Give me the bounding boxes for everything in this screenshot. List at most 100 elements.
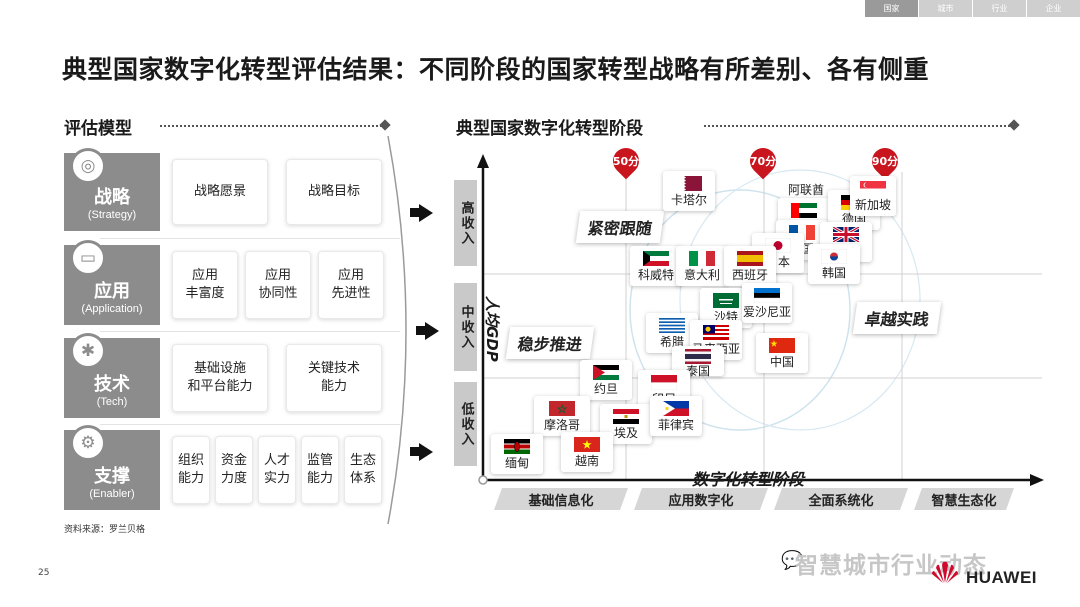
uae-flag-icon [791,203,817,218]
cell-enabler-regulation: 监管 能力 [301,436,339,504]
cell-tech-infra: 基础设施 和平台能力 [172,344,268,412]
band-high-income: 高收入 [454,180,477,266]
country-name: 泰国 [685,364,710,378]
qatar-flag-icon [676,176,702,191]
tag-close-follow: 紧密跟随 [575,211,665,243]
tag-steady-progress: 稳步推进 [505,327,595,359]
estonia-flag-icon [754,288,780,303]
country-card-philippines: 菲律宾 [650,396,702,436]
browser-window-icon: ▭ [70,240,106,276]
wechat-icon: 💬 [781,550,804,571]
country-name: 菲律宾 [657,418,694,432]
morocco-flag-icon [549,401,575,416]
page-number: 25 [38,568,50,578]
cell-tech-key: 关键技术 能力 [286,344,382,412]
row-label-strategy: 战略 (Strategy) [64,153,160,231]
cell-app-synergy: 应用 协同性 [245,251,311,319]
row-title-tech: 技术 [94,374,130,395]
country-card-china: 中国 [756,333,808,373]
country-name: 意大利 [683,268,720,282]
country-card-estonia: 爱沙尼亚 [742,283,792,323]
kenya-flag-icon [504,439,530,454]
stage-systematic: 全面系统化 [774,488,908,510]
spain-flag-icon [737,251,763,266]
country-name-uae: 阿联酋 [788,183,825,197]
country-name: 科威特 [637,268,674,282]
saudi-flag-icon [713,293,739,308]
kuwait-flag-icon [643,251,669,266]
country-name: 越南 [574,454,599,468]
row-subtitle-application: (Application) [81,303,143,315]
stage-app-digital: 应用数字化 [634,488,768,510]
country-card-korea: 韩国 [808,244,860,284]
singapore-flag-icon [860,181,886,196]
indonesia-flag-icon [651,375,677,390]
philippines-flag-icon [663,401,689,416]
page-title: 典型国家数字化转型评估结果：不同阶段的国家转型战略有所差别、各有侧重 [62,55,930,84]
country-card-myanmar: 缅甸 [491,434,543,474]
country-name: 希腊 [659,335,684,349]
nav-tab-country[interactable]: 国家 [865,0,918,17]
uk-flag-icon [833,227,859,242]
network-icon: ✱ [70,333,106,369]
china-flag-icon [769,338,795,353]
egypt-flag-icon [613,409,639,424]
cell-app-richness: 应用 丰富度 [172,251,238,319]
model-row-enabler: 支撑 (Enabler) ⚙ 组织 能力 资金 力度 人才 实力 监管 能力 生… [64,425,394,510]
thailand-flag-icon [685,349,711,364]
country-name: 埃及 [613,426,638,440]
row-title-enabler: 支撑 [94,466,130,487]
korea-flag-icon [821,249,847,264]
row-divider [100,238,400,239]
country-name: 摩洛哥 [543,418,580,432]
stage-smart-ecosystem: 智慧生态化 [914,488,1014,510]
source-note: 资料来源：罗兰贝格 [64,525,146,535]
stage-heading-dots [704,125,1010,127]
row-label-enabler: 支撑 (Enabler) [64,430,160,510]
country-card-singapore: 新加坡 [850,176,896,216]
row-divider [100,331,400,332]
italy-flag-icon [689,251,715,266]
country-card-kuwait: 科威特 [630,246,682,286]
cell-app-advancement: 应用 先进性 [318,251,384,319]
greece-flag-icon [659,318,685,333]
country-name: 中国 [769,355,794,369]
row-subtitle-tech: (Tech) [96,396,128,408]
country-name: 新加坡 [854,198,891,212]
country-name: 西班牙 [731,268,768,282]
tag-excellent-practice: 卓越实践 [852,302,942,334]
row-subtitle-strategy: (Strategy) [87,209,137,221]
model-heading-diamond [379,119,391,131]
vietnam-flag-icon [574,437,600,452]
x-axis-label: 数字化转型阶段 [692,470,805,489]
huawei-logo-icon [932,561,958,583]
country-name: 缅甸 [504,456,529,470]
stage-heading: 典型国家数字化转型阶段 [456,119,643,139]
row-title-strategy: 战略 [94,187,130,208]
cell-enabler-funding: 资金 力度 [215,436,253,504]
model-row-application: 应用 (Application) ▭ 应用 丰富度 应用 协同性 应用 先进性 [64,240,394,325]
model-heading-dots [160,125,382,127]
brand-wordmark: HUAWEI [966,568,1037,587]
country-card-qatar: 卡塔尔 [663,171,715,211]
band-low-income: 低收入 [454,382,477,466]
nav-tab-industry[interactable]: 行业 [973,0,1026,17]
row-divider [100,424,400,425]
nav-tab-city[interactable]: 城市 [919,0,972,17]
country-name: 卡塔尔 [670,193,707,207]
cell-enabler-ecosystem: 生态 体系 [344,436,382,504]
stage-basic-it: 基础信息化 [494,488,628,510]
france-flag-icon [789,225,815,240]
model-row-tech: 技术 (Tech) ✱ 基础设施 和平台能力 关键技术 能力 [64,333,394,418]
cell-enabler-talent: 人才 实力 [258,436,296,504]
country-name: 韩国 [821,266,846,280]
country-card-uae [778,198,830,224]
jordan-flag-icon [593,365,619,380]
cell-strategy-vision: 战略愿景 [172,159,268,225]
target-icon: ◎ [70,148,106,184]
country-card-spain: 西班牙 [724,246,776,286]
nav-tab-enterprise[interactable]: 企业 [1027,0,1080,17]
y-axis-label: 人均GDP [483,296,501,362]
band-middle-income: 中收入 [454,283,477,371]
country-card-morocco: 摩洛哥 [534,396,590,436]
